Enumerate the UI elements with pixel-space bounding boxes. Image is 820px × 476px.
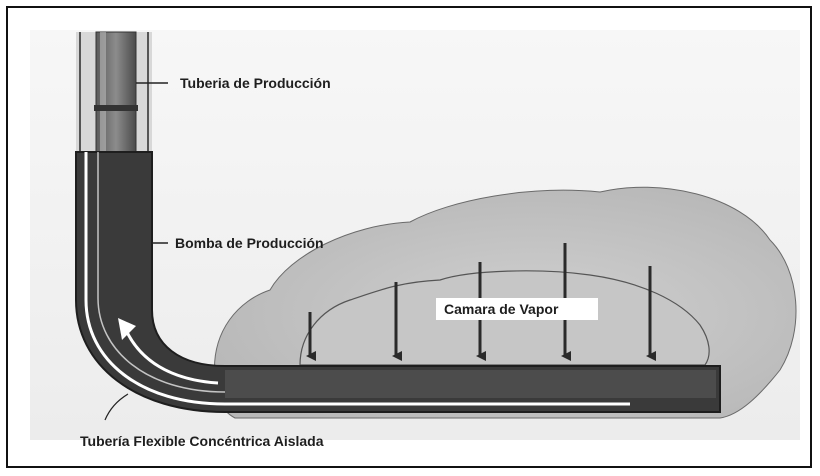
coiled-tubing-inner-line [97,152,226,393]
flow-arrow [124,329,219,385]
tubing-highlight [100,32,106,172]
liner-band [225,370,716,398]
flow-arrowhead [118,318,136,340]
steam-chamber-label-bg [436,298,598,320]
tubing-coupling [94,105,138,111]
label-steam-chamber: Camara de Vapor [444,301,559,317]
label-production-tubing: Tuberia de Producción [180,75,331,91]
label-production-pump: Bomba de Producción [175,235,324,251]
label-insulated-coiled-tubing: Tubería Flexible Concéntrica Aislada [80,433,324,449]
insulated-coiled-tubing [84,152,630,406]
leader-coiled-tubing [104,393,129,421]
